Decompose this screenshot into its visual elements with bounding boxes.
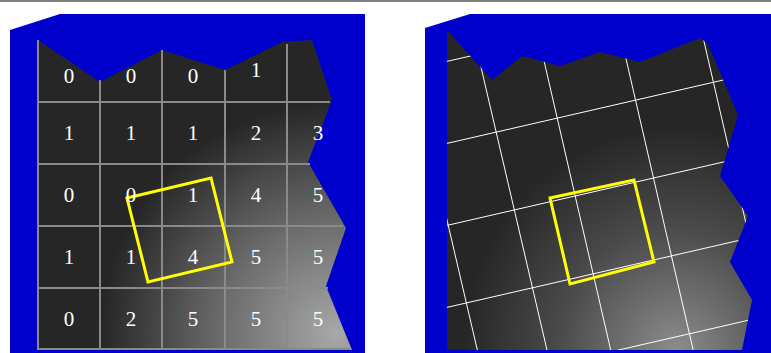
pixel-value: 2 bbox=[126, 309, 137, 330]
pixel-value: 5 bbox=[251, 247, 262, 268]
pixel-value: 4 bbox=[188, 247, 199, 268]
pixel-value: 1 bbox=[126, 123, 137, 144]
pixel-value: 1 bbox=[126, 247, 137, 268]
pixel-grid bbox=[38, 40, 350, 350]
pixel-value: 5 bbox=[188, 309, 199, 330]
pixel-value: 0 bbox=[126, 185, 137, 206]
sample-square bbox=[550, 180, 654, 284]
pixel-value: 1 bbox=[188, 185, 199, 206]
pixel-value: 0 bbox=[64, 309, 75, 330]
rotated-grid bbox=[440, 0, 771, 353]
pixel-value: 1 bbox=[64, 247, 75, 268]
pixel-value: 1 bbox=[251, 60, 262, 81]
notch bbox=[10, 14, 60, 30]
pixel-value: 5 bbox=[313, 185, 324, 206]
pixel-value: 5 bbox=[251, 309, 262, 330]
pixel-value: 3 bbox=[313, 123, 324, 144]
pixel-value: 0 bbox=[188, 66, 199, 87]
pixel-value: 5 bbox=[313, 309, 324, 330]
pixel-value: 0 bbox=[64, 185, 75, 206]
frame-line bbox=[0, 1, 771, 2]
pixel-value: 2 bbox=[251, 123, 262, 144]
sample-square bbox=[127, 178, 232, 282]
pixel-value: 1 bbox=[188, 123, 199, 144]
pixel-value: 0 bbox=[126, 66, 137, 87]
image-region bbox=[38, 40, 352, 350]
pixel-value: 0 bbox=[64, 66, 75, 87]
background bbox=[425, 14, 771, 353]
pixel-value: 5 bbox=[313, 247, 324, 268]
pixel-value: 4 bbox=[251, 185, 262, 206]
pixel-value: 1 bbox=[64, 123, 75, 144]
background bbox=[10, 14, 365, 353]
notch bbox=[425, 14, 470, 28]
